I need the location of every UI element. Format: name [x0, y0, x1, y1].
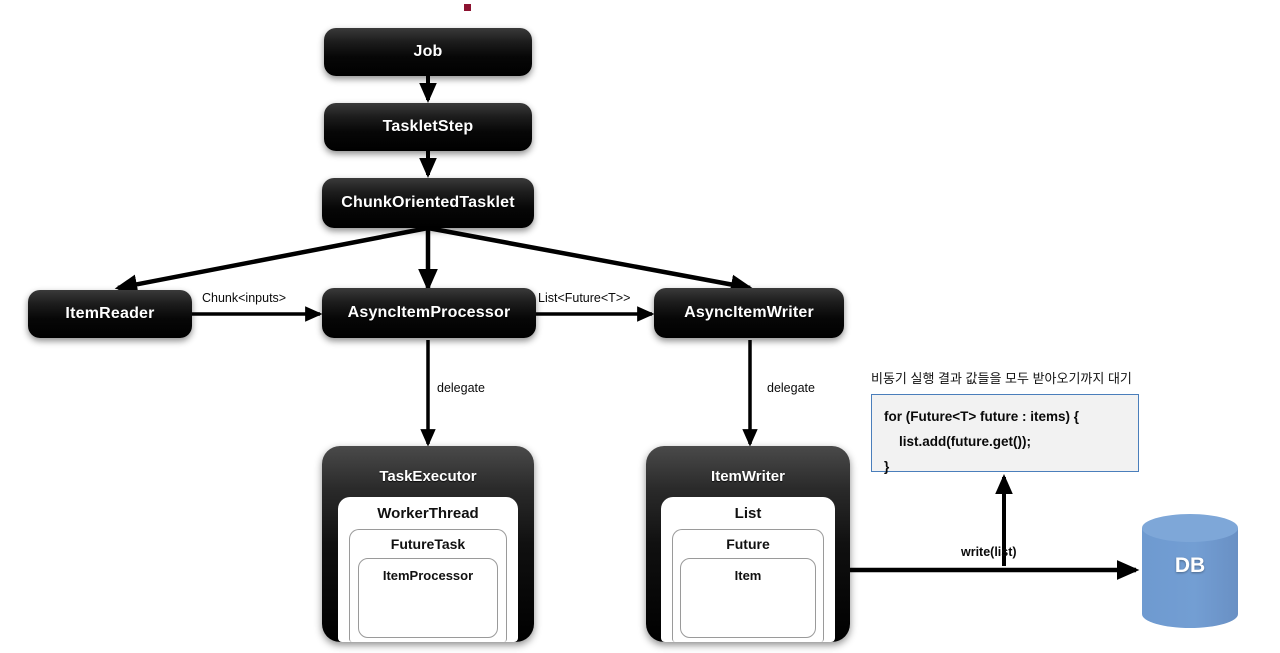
edge-label-delegate-left: delegate [437, 381, 485, 395]
node-list[interactable]: List Future Item [661, 497, 835, 642]
node-list-label: List [734, 505, 762, 522]
node-item-reader-label: ItemReader [65, 305, 155, 322]
db-cylinder[interactable]: DB [1140, 512, 1240, 630]
node-item-label: Item [734, 568, 762, 583]
node-item-processor-label: ItemProcessor [382, 568, 474, 583]
node-worker-thread-label: WorkerThread [377, 505, 479, 522]
node-async-item-processor-label: AsyncItemProcessor [347, 304, 511, 321]
edge-tasklet-to-asyncitemwriter [427, 225, 754, 295]
node-job-label: Job [413, 43, 443, 60]
node-async-item-writer[interactable]: AsyncItemWriter [654, 288, 844, 338]
node-item-reader[interactable]: ItemReader [28, 290, 192, 338]
edge-tasklet-to-itemreader [114, 225, 429, 295]
marker-dot-icon [464, 4, 471, 11]
node-task-executor[interactable]: TaskExecutor WorkerThread FutureTask Ite… [322, 446, 534, 642]
node-chunk-oriented-tasklet-label: ChunkOrientedTasklet [341, 194, 515, 211]
node-item-processor[interactable]: ItemProcessor [357, 558, 499, 638]
node-item[interactable]: Item [680, 558, 816, 638]
edge-label-write-list: write(list) [961, 545, 1017, 559]
code-callout-box: for (Future<T> future : items) { list.ad… [871, 394, 1139, 474]
node-job[interactable]: Job [324, 28, 532, 76]
node-future-task[interactable]: FutureTask ItemProcessor [348, 529, 508, 642]
node-tasklet-step[interactable]: TaskletStep [324, 103, 532, 151]
node-chunk-oriented-tasklet[interactable]: ChunkOrientedTasklet [322, 178, 534, 228]
callout-note-text: 비동기 실행 결과 값들을 모두 받아오기까지 대기 [871, 371, 1132, 386]
node-future-task-label: FutureTask [390, 536, 466, 552]
node-task-executor-label: TaskExecutor [379, 468, 477, 485]
node-future-label: Future [726, 536, 770, 552]
node-async-item-processor[interactable]: AsyncItemProcessor [322, 288, 536, 338]
node-item-writer-label: ItemWriter [711, 468, 785, 485]
edge-label-list-future-t: List<Future<T>> [538, 291, 631, 305]
node-async-item-writer-label: AsyncItemWriter [684, 304, 814, 321]
edge-label-chunk-inputs: Chunk<inputs> [202, 291, 287, 305]
node-item-writer[interactable]: ItemWriter List Future Item [646, 446, 850, 642]
code-line-2: list.add(future.get()); [884, 433, 1031, 449]
code-line-3: } [884, 458, 890, 474]
db-cylinder-icon [1142, 514, 1238, 628]
node-future[interactable]: Future Item [671, 529, 825, 642]
node-tasklet-step-label: TaskletStep [382, 118, 474, 135]
edge-label-delegate-right: delegate [767, 381, 815, 395]
db-label: DB [1174, 554, 1206, 577]
code-line-1: for (Future<T> future : items) { [884, 409, 1080, 424]
node-worker-thread[interactable]: WorkerThread FutureTask ItemProcessor [337, 497, 519, 642]
